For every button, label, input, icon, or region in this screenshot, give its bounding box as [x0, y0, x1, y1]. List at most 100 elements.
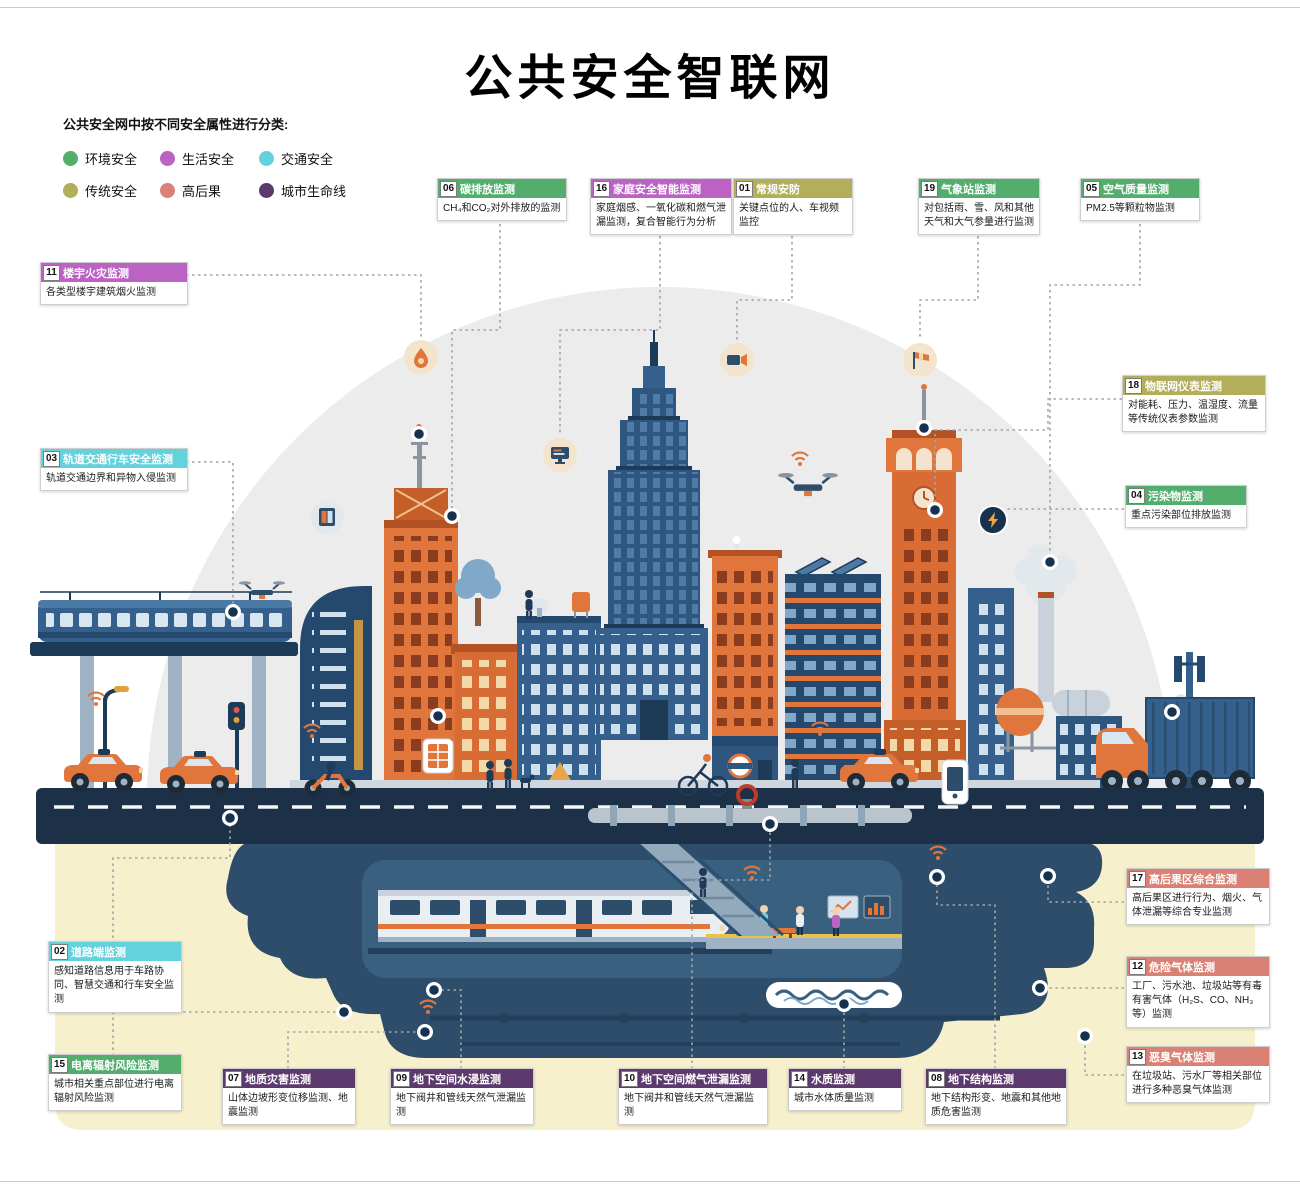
- callout-number: 09: [393, 1070, 410, 1087]
- callout-number: 14: [791, 1070, 808, 1087]
- callout-number: 16: [593, 180, 610, 197]
- legend-label: 生活安全: [182, 152, 235, 167]
- callout-desc: 地下阀井和管线天然气泄漏监测: [624, 1093, 754, 1119]
- fire-icon: [404, 340, 438, 374]
- callout-desc: 家庭烟感、一氧化碳和燃气泄漏监测，复合智能行为分析: [596, 203, 726, 229]
- building-navy-floors: [785, 557, 881, 790]
- windsock-icon: [903, 343, 937, 377]
- callout-title: 地下结构监测: [948, 1073, 1014, 1086]
- callout-number: 05: [1083, 180, 1100, 197]
- building-blue-mid: [517, 590, 601, 790]
- callout-number: 01: [736, 180, 753, 197]
- legend-label: 高后果: [182, 184, 222, 199]
- connector-17: [1047, 880, 1130, 903]
- legend-label: 城市生命线: [281, 184, 347, 199]
- callout-number: 15: [51, 1056, 68, 1073]
- callout-number: 17: [1129, 870, 1146, 887]
- underground: [55, 841, 1255, 1130]
- building-orange-low: [451, 644, 521, 790]
- building-orange-mid: [708, 550, 782, 736]
- connector-01: [736, 200, 793, 340]
- lightning-icon: [978, 505, 1008, 535]
- callout-title: 污染物监测: [1148, 490, 1203, 503]
- callout-desc: 对包括雨、雪、风和其他天气和大气参量进行监测: [924, 203, 1034, 229]
- traffic: [64, 749, 919, 797]
- legend: 公共安全网中按不同安全属性进行分类: 环境安全 生活安全 交通安全 传统安全 高…: [63, 114, 379, 200]
- connector-lines: [112, 200, 1141, 1076]
- callout-title: 碳排放监测: [460, 183, 515, 196]
- passenger: [832, 907, 840, 936]
- top-rule: [0, 7, 1300, 8]
- callout-number: 07: [225, 1070, 242, 1087]
- monitor-icon: [543, 438, 577, 472]
- callout-number: 02: [51, 943, 68, 960]
- connector-07: [287, 1031, 421, 1075]
- callout-title: 空气质量监测: [1103, 183, 1169, 196]
- panel-icon: [422, 738, 454, 774]
- callout-title: 恶臭气体监测: [1149, 1051, 1215, 1064]
- callout-title: 家庭安全智能监测: [613, 183, 701, 196]
- callout-number: 06: [440, 180, 457, 197]
- callout-desc: 高后果区进行行为、烟火、气体泄漏等综合专业监测: [1132, 893, 1262, 919]
- callout-desc: 工厂、污水池、垃圾站等有毒有害气体（H₂S、CO、NH₃等）监测: [1132, 981, 1262, 1021]
- connector-02: [112, 822, 231, 950]
- buried-pipes: [430, 1013, 1000, 1046]
- legend-intro: 公共安全网中按不同安全属性进行分类:: [63, 117, 289, 132]
- callout-title: 地下空间水浸监测: [413, 1073, 501, 1086]
- connector-16: [559, 200, 661, 434]
- connector-10: [691, 832, 771, 1075]
- street-lamp: [103, 686, 129, 790]
- callout-number: 03: [43, 450, 60, 467]
- callout-desc: 城市相关重点部位进行电离辐射风险监测: [54, 1079, 174, 1105]
- drone-icon: [239, 581, 285, 599]
- legend-color-dot: [160, 151, 175, 166]
- legend-item-high-consequence: 高后果: [160, 181, 259, 200]
- connector-08: [936, 881, 996, 1075]
- building-rounded-navy: [300, 586, 372, 790]
- subway-train: [368, 890, 772, 954]
- cyclist: [677, 754, 729, 797]
- connector-13: [1084, 1040, 1130, 1076]
- callout-desc: 城市水体质量监测: [794, 1093, 874, 1104]
- legend-color-dot: [259, 183, 274, 198]
- callout-desc: 在垃圾站、污水厂等相关部位进行多种恶臭气体监测: [1132, 1071, 1262, 1097]
- passenger: [796, 906, 804, 935]
- callout-desc: CH₄和CO₂对外排放的监测: [443, 203, 561, 214]
- legend-item-traditional: 传统安全: [63, 181, 160, 200]
- callout-desc: 重点污染部位排放监测: [1131, 510, 1231, 521]
- connector-05: [1049, 200, 1141, 558]
- motorcycle: [304, 761, 356, 797]
- legend-item-life: 生活安全: [160, 149, 259, 168]
- callout-title: 轨道交通行车安全监测: [63, 453, 173, 466]
- legend-color-dot: [259, 151, 274, 166]
- callout-desc: 各类型楼宇建筑烟火监测: [46, 287, 156, 298]
- legend-item-environment: 环境安全: [63, 149, 160, 168]
- callout-title: 水质监测: [811, 1073, 855, 1086]
- legend-item-traffic: 交通安全: [259, 149, 379, 168]
- callout-title: 道路端监测: [71, 946, 126, 959]
- bottom-rule: [0, 1181, 1300, 1182]
- callout-number: 19: [921, 180, 938, 197]
- street-tree: [455, 559, 501, 626]
- camera-icon: [720, 343, 754, 377]
- gas-pipe: [588, 784, 912, 826]
- page-title: 公共安全智联网: [464, 52, 836, 105]
- callout-number: 10: [621, 1070, 638, 1087]
- connector-19: [919, 200, 979, 340]
- callout-title: 地下空间燃气泄漏监测: [641, 1073, 751, 1086]
- callout-number: 08: [928, 1070, 945, 1087]
- callout-desc: 地下结构形变、地震和其他地质危害监测: [931, 1093, 1061, 1119]
